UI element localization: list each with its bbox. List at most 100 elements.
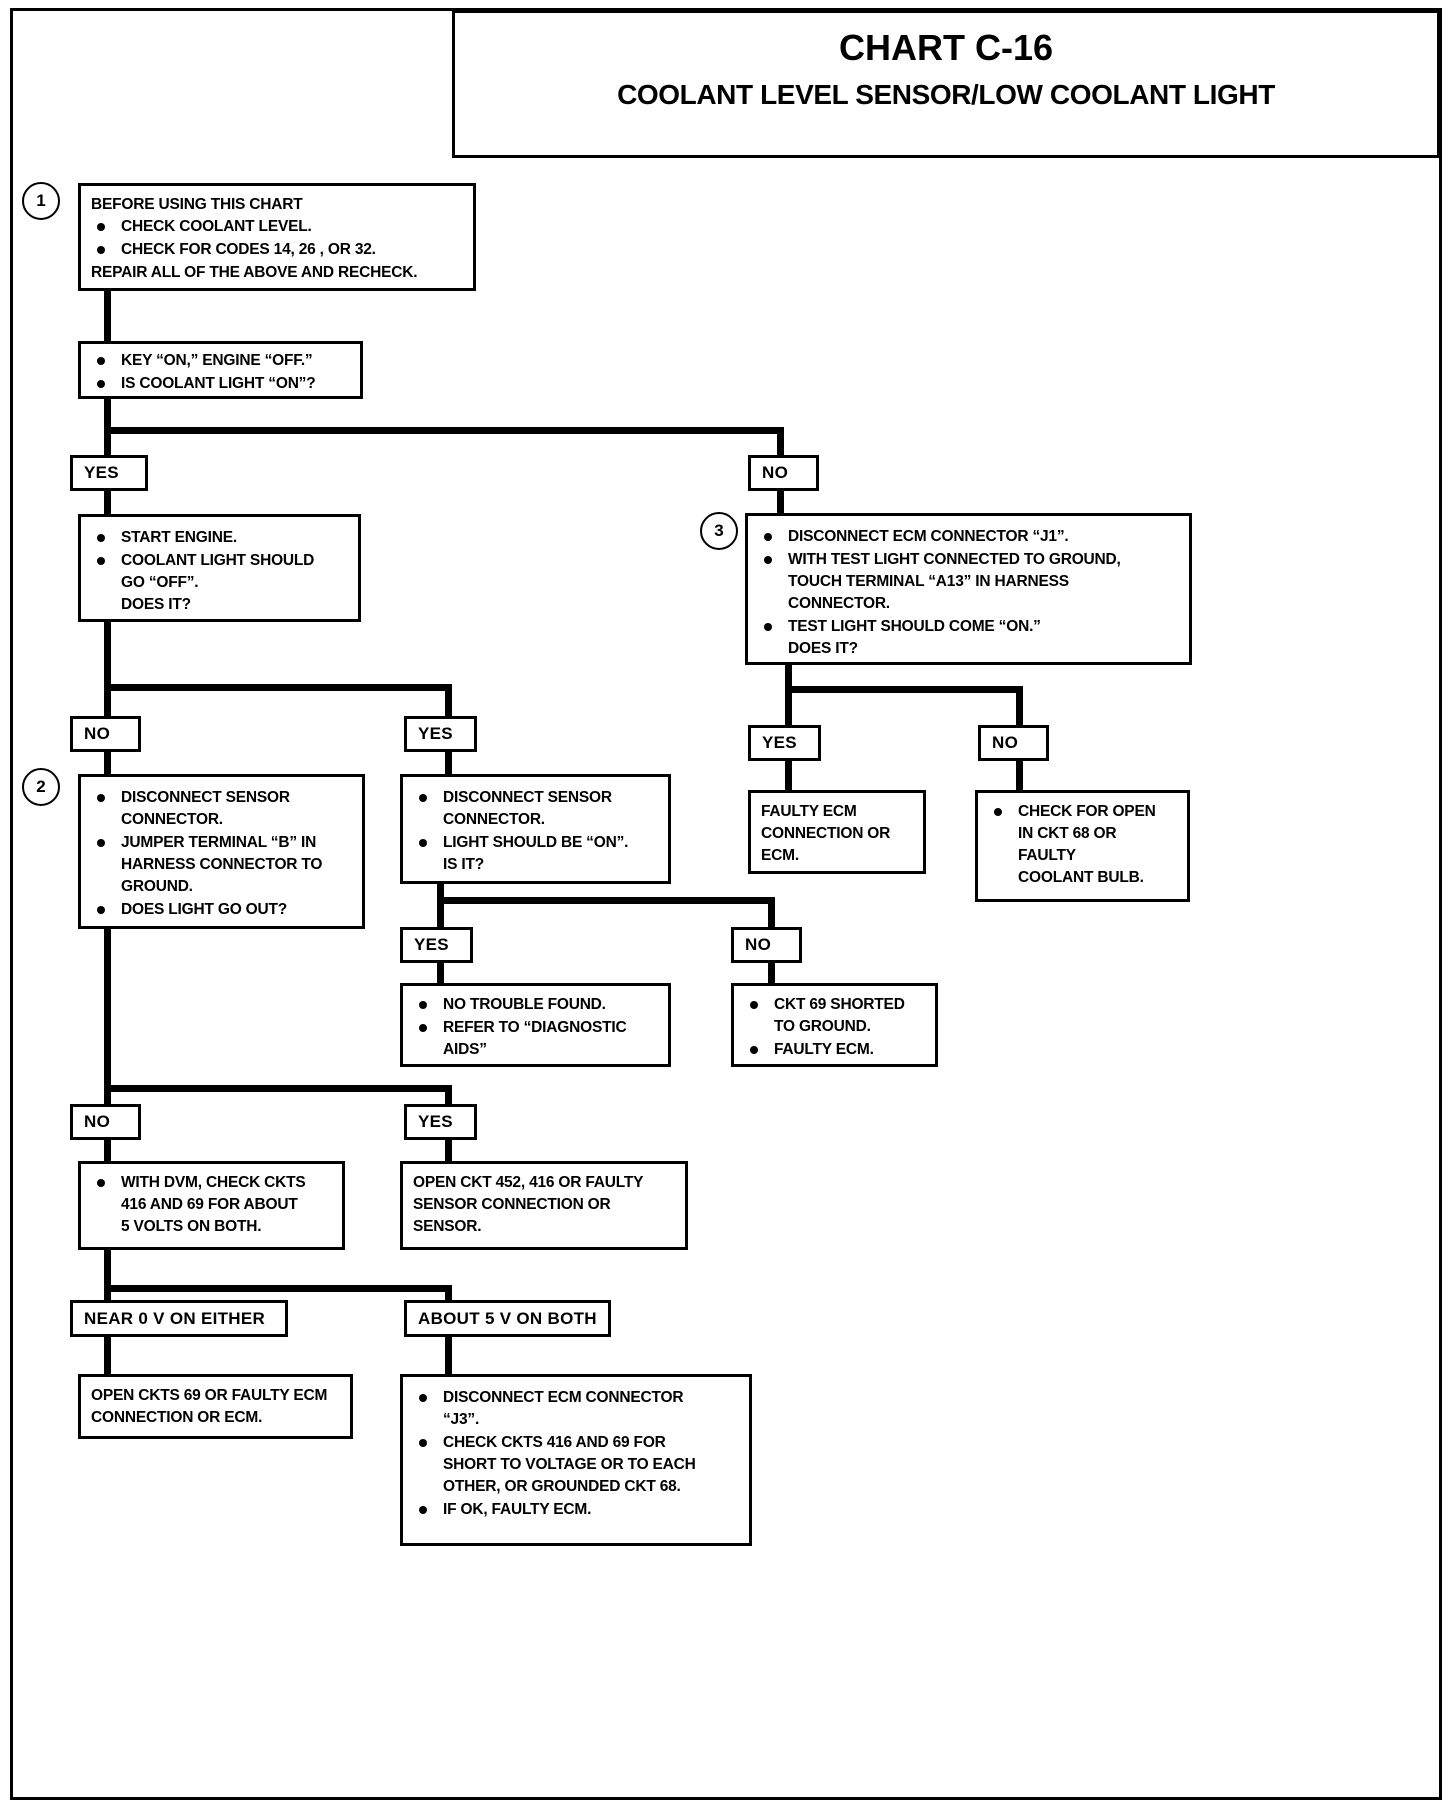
- list-item: REFER TO “DIAGNOSTIC AIDS”: [413, 1017, 658, 1061]
- branch-label-about-five-volts: ABOUT 5 V ON BOTH: [404, 1300, 611, 1337]
- text-line: CONNECTION OR: [761, 825, 891, 842]
- connector-line: [777, 491, 784, 513]
- chart-title: COOLANT LEVEL SENSOR/LOW COOLANT LIGHT: [617, 79, 1275, 110]
- connector-line: [785, 686, 1023, 693]
- list-item: CHECK COOLANT LEVEL.: [91, 216, 463, 238]
- page-border: [10, 8, 1442, 1800]
- branch-label-no: NO: [70, 1104, 141, 1140]
- list-item-line: GO “OFF”.: [121, 574, 199, 591]
- list-item-line: IS IT?: [443, 856, 484, 873]
- branch-label-yes: YES: [70, 455, 148, 491]
- branch-label-yes: YES: [404, 716, 477, 752]
- list-item-line: “J3”.: [443, 1411, 480, 1428]
- branch-label-text: NO: [992, 733, 1019, 752]
- step-number-2: 2: [22, 768, 60, 806]
- step3-bullets: DISCONNECT ECM CONNECTOR “J1”. WITH TEST…: [758, 526, 1179, 660]
- branch-label-text: NO: [84, 1112, 111, 1131]
- list-item-line: LIGHT SHOULD BE “ON”.: [443, 834, 629, 851]
- branch-label-yes: YES: [748, 725, 821, 761]
- connector-line: [785, 686, 792, 727]
- list-item: CHECK FOR OPEN IN CKT 68 OR FAULTY COOLA…: [988, 801, 1177, 889]
- text-line: SENSOR.: [413, 1218, 482, 1235]
- branch-label-text: NO: [84, 724, 111, 743]
- connector-line: [1016, 761, 1023, 791]
- branch-label-text: YES: [84, 463, 119, 482]
- connector-line: [768, 963, 775, 985]
- list-item: WITH TEST LIGHT CONNECTED TO GROUND, TOU…: [758, 549, 1179, 615]
- connector-line: [104, 1250, 111, 1302]
- before-using-heading: BEFORE USING THIS CHART: [91, 196, 303, 213]
- list-item-line: DISCONNECT SENSOR: [443, 789, 612, 806]
- branch-label-no: NO: [731, 927, 802, 963]
- no-trouble-bullets: NO TROUBLE FOUND. REFER TO “DIAGNOSTIC A…: [413, 994, 658, 1061]
- connector-line: [104, 929, 111, 1104]
- list-item-line: COOLANT BULB.: [1018, 869, 1144, 886]
- list-item-line: TO GROUND.: [774, 1018, 871, 1035]
- branch-label-text: NO: [762, 463, 789, 482]
- text-line: FAULTY ECM: [761, 803, 857, 820]
- list-item: CKT 69 SHORTED TO GROUND.: [744, 994, 925, 1038]
- box-no-trouble-found: NO TROUBLE FOUND. REFER TO “DIAGNOSTIC A…: [400, 983, 671, 1067]
- box-open-ckts69: OPEN CKTS 69 OR FAULTY ECM CONNECTION OR…: [78, 1374, 353, 1439]
- list-item-line: DISCONNECT SENSOR: [121, 789, 290, 806]
- connector-line: [104, 1337, 111, 1375]
- list-item-line: CONNECTOR.: [121, 811, 223, 828]
- final-bullets: DISCONNECT ECM CONNECTOR “J3”. CHECK CKT…: [413, 1387, 739, 1521]
- list-item: DISCONNECT ECM CONNECTOR “J3”.: [413, 1387, 739, 1431]
- list-item-line: HARNESS CONNECTOR TO: [121, 856, 323, 873]
- list-item: CHECK CKTS 416 AND 69 FOR SHORT TO VOLTA…: [413, 1432, 739, 1498]
- branch-label-text: YES: [762, 733, 797, 752]
- branch-label-near-zero-volts: NEAR 0 V ON EITHER: [70, 1300, 288, 1337]
- disconnect-sensor-bullets: DISCONNECT SENSOR CONNECTOR. LIGHT SHOUL…: [413, 787, 658, 876]
- list-item: DISCONNECT ECM CONNECTOR “J1”.: [758, 526, 1179, 548]
- branch-label-yes: YES: [400, 927, 473, 963]
- connector-line: [104, 427, 784, 434]
- before-using-footer: REPAIR ALL OF THE ABOVE AND RECHECK.: [91, 264, 418, 281]
- list-item: JUMPER TERMINAL “B” IN HARNESS CONNECTOR…: [91, 832, 352, 898]
- box-disconnect-sensor-light-on: DISCONNECT SENSOR CONNECTOR. LIGHT SHOUL…: [400, 774, 671, 884]
- connector-line: [104, 427, 111, 457]
- list-item-line: DOES IT?: [788, 640, 858, 657]
- step-number-3: 3: [700, 512, 738, 550]
- list-item-line: CKT 69 SHORTED: [774, 996, 905, 1013]
- step2-bullets: DISCONNECT SENSOR CONNECTOR. JUMPER TERM…: [91, 787, 352, 921]
- text-line: SENSOR CONNECTION OR: [413, 1196, 611, 1213]
- box-dvm-check-ckts: WITH DVM, CHECK CKTS 416 AND 69 FOR ABOU…: [78, 1161, 345, 1250]
- box-ckt69-shorted: CKT 69 SHORTED TO GROUND. FAULTY ECM.: [731, 983, 938, 1067]
- list-item: KEY “ON,” ENGINE “OFF.”: [91, 350, 350, 372]
- connector-line: [104, 291, 111, 343]
- list-item-line: CONNECTOR.: [443, 811, 545, 828]
- key-on-bullets: KEY “ON,” ENGINE “OFF.” IS COOLANT LIGHT…: [91, 350, 350, 395]
- list-item-line: TEST LIGHT SHOULD COME “ON.”: [788, 618, 1041, 635]
- list-item: DISCONNECT SENSOR CONNECTOR.: [91, 787, 352, 831]
- list-item-line: JUMPER TERMINAL “B” IN: [121, 834, 317, 851]
- box-check-open-ckt68: CHECK FOR OPEN IN CKT 68 OR FAULTY COOLA…: [975, 790, 1190, 902]
- list-item: DISCONNECT SENSOR CONNECTOR.: [413, 787, 658, 831]
- branch-label-no: NO: [978, 725, 1049, 761]
- connector-line: [437, 897, 775, 904]
- check-open-bullets: CHECK FOR OPEN IN CKT 68 OR FAULTY COOLA…: [988, 801, 1177, 889]
- list-item-line: AIDS”: [443, 1041, 487, 1058]
- branch-label-no: NO: [70, 716, 141, 752]
- connector-line: [445, 1337, 452, 1375]
- text-line: ECM.: [761, 847, 799, 864]
- connector-line: [104, 1140, 111, 1162]
- before-using-bullets: CHECK COOLANT LEVEL. CHECK FOR CODES 14,…: [91, 216, 463, 261]
- list-item-line: CHECK CKTS 416 AND 69 FOR: [443, 1434, 666, 1451]
- connector-line: [104, 622, 111, 687]
- connector-line: [445, 1085, 452, 1106]
- box-before-using-chart: BEFORE USING THIS CHART CHECK COOLANT LE…: [78, 183, 476, 291]
- ckt69-bullets: CKT 69 SHORTED TO GROUND. FAULTY ECM.: [744, 994, 925, 1061]
- list-item-line: OTHER, OR GROUNDED CKT 68.: [443, 1478, 681, 1495]
- box-faulty-ecm-connection: FAULTY ECM CONNECTION OR ECM.: [748, 790, 926, 874]
- list-item: CHECK FOR CODES 14, 26 , OR 32.: [91, 239, 463, 261]
- branch-label-yes: YES: [404, 1104, 477, 1140]
- box-key-on-engine-off: KEY “ON,” ENGINE “OFF.” IS COOLANT LIGHT…: [78, 341, 363, 399]
- list-item: IS COOLANT LIGHT “ON”?: [91, 373, 350, 395]
- connector-line: [777, 427, 784, 457]
- list-item-line: WITH TEST LIGHT CONNECTED TO GROUND,: [788, 551, 1121, 568]
- text-line: OPEN CKT 452, 416 OR FAULTY: [413, 1174, 644, 1191]
- branch-label-text: NO: [745, 935, 772, 954]
- connector-line: [104, 1085, 452, 1092]
